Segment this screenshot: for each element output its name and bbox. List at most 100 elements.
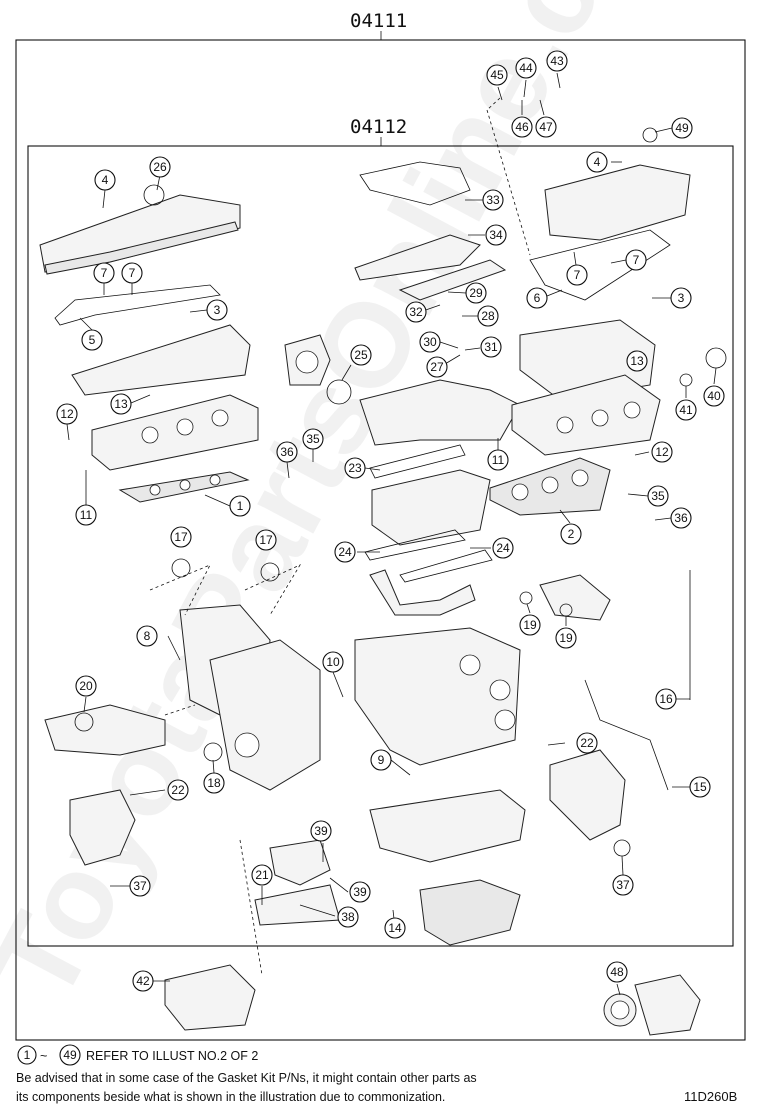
svg-text:21: 21 bbox=[255, 868, 269, 882]
callout-13[interactable]: 13 bbox=[110, 393, 132, 415]
callout-3[interactable]: 3 bbox=[206, 299, 228, 321]
svg-text:7: 7 bbox=[129, 266, 136, 280]
callout-23[interactable]: 23 bbox=[344, 457, 366, 479]
callout-35[interactable]: 35 bbox=[302, 428, 324, 450]
callout-24[interactable]: 24 bbox=[334, 541, 356, 563]
svg-text:7: 7 bbox=[101, 266, 108, 280]
svg-text:45: 45 bbox=[490, 68, 504, 82]
callout-24[interactable]: 24 bbox=[492, 537, 514, 559]
svg-text:24: 24 bbox=[496, 541, 510, 555]
callout-34[interactable]: 34 bbox=[485, 224, 507, 246]
callout-44[interactable]: 44 bbox=[515, 57, 537, 79]
callout-4[interactable]: 4 bbox=[94, 169, 116, 191]
svg-text:3: 3 bbox=[678, 291, 685, 305]
callout-36[interactable]: 36 bbox=[276, 441, 298, 463]
callout-21[interactable]: 21 bbox=[251, 864, 273, 886]
callout-9[interactable]: 9 bbox=[370, 749, 392, 771]
svg-text:28: 28 bbox=[481, 309, 495, 323]
callout-7[interactable]: 7 bbox=[121, 262, 143, 284]
svg-text:19: 19 bbox=[523, 618, 537, 632]
callout-17[interactable]: 17 bbox=[170, 526, 192, 548]
callout-35[interactable]: 35 bbox=[647, 485, 669, 507]
callout-42[interactable]: 42 bbox=[132, 970, 154, 992]
callout-19[interactable]: 19 bbox=[519, 614, 541, 636]
outer-kit-code: 04111 bbox=[350, 10, 407, 32]
callout-38[interactable]: 38 bbox=[337, 906, 359, 928]
callout-32[interactable]: 32 bbox=[405, 301, 427, 323]
callout-2[interactable]: 2 bbox=[560, 523, 582, 545]
callout-10[interactable]: 10 bbox=[322, 651, 344, 673]
inner-kit-code: 04112 bbox=[350, 116, 407, 138]
callout-29[interactable]: 29 bbox=[465, 282, 487, 304]
callout-22[interactable]: 22 bbox=[167, 779, 189, 801]
callout-45[interactable]: 45 bbox=[486, 64, 508, 86]
svg-text:8: 8 bbox=[144, 629, 151, 643]
callout-47[interactable]: 47 bbox=[535, 116, 557, 138]
callout-37[interactable]: 37 bbox=[612, 874, 634, 896]
callout-20[interactable]: 20 bbox=[75, 675, 97, 697]
callout-48[interactable]: 48 bbox=[606, 961, 628, 983]
callout-30[interactable]: 30 bbox=[419, 331, 441, 353]
svg-text:36: 36 bbox=[280, 445, 294, 459]
callout-7[interactable]: 7 bbox=[566, 264, 588, 286]
svg-text:46: 46 bbox=[515, 120, 529, 134]
callout-3[interactable]: 3 bbox=[670, 287, 692, 309]
callout-6[interactable]: 6 bbox=[526, 287, 548, 309]
callout-8[interactable]: 8 bbox=[136, 625, 158, 647]
callout-43[interactable]: 43 bbox=[546, 50, 568, 72]
callout-12[interactable]: 12 bbox=[56, 403, 78, 425]
callout-13[interactable]: 13 bbox=[626, 350, 648, 372]
callout-group: 1 2 3 3 4 4 5 6 7 7 7 7 8 9 10 11 11 12 … bbox=[56, 50, 725, 992]
svg-text:35: 35 bbox=[651, 489, 665, 503]
callout-37[interactable]: 37 bbox=[129, 875, 151, 897]
svg-text:37: 37 bbox=[616, 878, 630, 892]
callout-39[interactable]: 39 bbox=[310, 820, 332, 842]
callout-11[interactable]: 11 bbox=[487, 449, 509, 471]
callout-19[interactable]: 19 bbox=[555, 627, 577, 649]
callout-17[interactable]: 17 bbox=[255, 529, 277, 551]
callout-33[interactable]: 33 bbox=[482, 189, 504, 211]
svg-text:5: 5 bbox=[89, 333, 96, 347]
svg-text:27: 27 bbox=[430, 360, 444, 374]
callout-12[interactable]: 12 bbox=[651, 441, 673, 463]
callout-26[interactable]: 26 bbox=[149, 156, 171, 178]
svg-text:14: 14 bbox=[388, 921, 402, 935]
callout-5[interactable]: 5 bbox=[81, 329, 103, 351]
callout-39[interactable]: 39 bbox=[349, 881, 371, 903]
svg-text:33: 33 bbox=[486, 193, 500, 207]
callout-49[interactable]: 49 bbox=[671, 117, 693, 139]
svg-text:41: 41 bbox=[679, 403, 693, 417]
callout-40[interactable]: 40 bbox=[703, 385, 725, 407]
callout-18[interactable]: 18 bbox=[203, 772, 225, 794]
callout-11[interactable]: 11 bbox=[75, 504, 97, 526]
svg-text:7: 7 bbox=[633, 253, 640, 267]
footer-range-tilde: ~ bbox=[40, 1049, 47, 1063]
svg-text:24: 24 bbox=[338, 545, 352, 559]
callout-16[interactable]: 16 bbox=[655, 688, 677, 710]
svg-text:20: 20 bbox=[79, 679, 93, 693]
svg-text:18: 18 bbox=[207, 776, 221, 790]
callout-28[interactable]: 28 bbox=[477, 305, 499, 327]
callout-7[interactable]: 7 bbox=[93, 262, 115, 284]
svg-text:11: 11 bbox=[492, 453, 505, 467]
outer-kit-frame bbox=[15, 39, 746, 1041]
svg-text:15: 15 bbox=[693, 780, 707, 794]
callout-7[interactable]: 7 bbox=[625, 249, 647, 271]
callout-15[interactable]: 15 bbox=[689, 776, 711, 798]
callout-1[interactable]: 1 bbox=[229, 495, 251, 517]
callout-4[interactable]: 4 bbox=[586, 151, 608, 173]
svg-text:44: 44 bbox=[519, 61, 533, 75]
callout-36[interactable]: 36 bbox=[670, 507, 692, 529]
callout-31[interactable]: 31 bbox=[480, 336, 502, 358]
callout-27[interactable]: 27 bbox=[426, 356, 448, 378]
callout-22[interactable]: 22 bbox=[576, 732, 598, 754]
callout-25[interactable]: 25 bbox=[350, 344, 372, 366]
footer-note-line-1: Be advised that in some case of the Gask… bbox=[16, 1071, 477, 1085]
footer-range-end: 49 bbox=[59, 1044, 81, 1066]
callout-46[interactable]: 46 bbox=[511, 116, 533, 138]
illustration-code: 11D260B bbox=[684, 1089, 737, 1104]
callout-14[interactable]: 14 bbox=[384, 917, 406, 939]
footer-note-line-2: its components beside what is shown in t… bbox=[16, 1090, 445, 1104]
callout-41[interactable]: 41 bbox=[675, 399, 697, 421]
